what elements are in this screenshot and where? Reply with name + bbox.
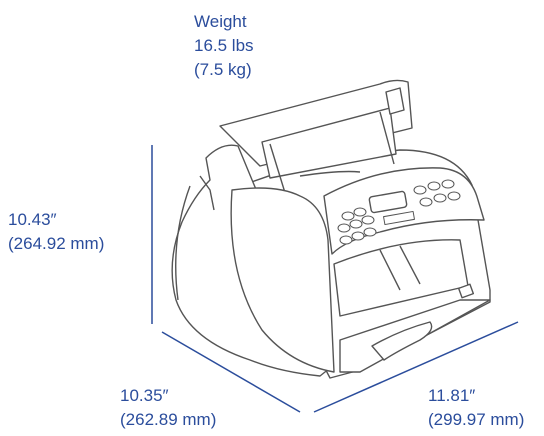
depth-label: 10.35″ (262.89 mm): [120, 384, 216, 432]
weight-lbs: 16.5 lbs: [194, 36, 254, 55]
height-imperial: 10.43″: [8, 210, 57, 229]
printer-outline: [171, 79, 491, 379]
height-metric: (264.92 mm): [8, 234, 105, 253]
depth-metric: (262.89 mm): [120, 410, 217, 429]
width-dimension-line: [313, 321, 519, 413]
height-label: 10.43″ (264.92 mm): [8, 208, 104, 256]
weight-title: Weight: [194, 12, 247, 31]
width-metric: (299.97 mm): [428, 410, 525, 429]
weight-label: Weight 16.5 lbs (7.5 kg): [194, 10, 254, 82]
weight-kg: (7.5 kg): [194, 60, 252, 79]
depth-imperial: 10.35″: [120, 386, 169, 405]
width-imperial: 11.81″: [428, 386, 476, 405]
width-label: 11.81″ (299.97 mm): [428, 384, 524, 432]
depth-dimension-line: [161, 331, 301, 413]
